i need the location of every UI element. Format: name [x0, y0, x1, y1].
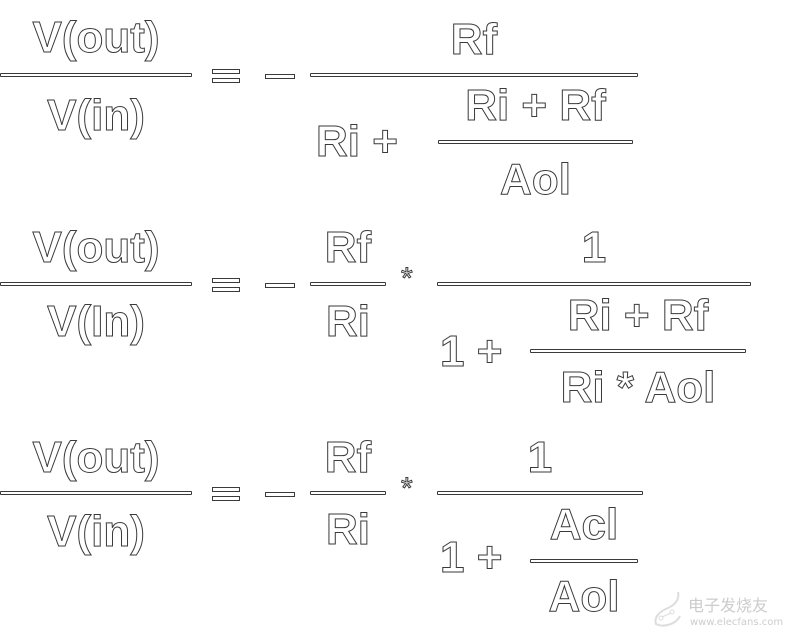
eq3-lhs-numerator: V(out)	[32, 433, 160, 482]
watermark-url: www.elecfans.com	[690, 617, 784, 628]
elecfans-logo-icon	[654, 591, 681, 627]
eq2-minus-sign	[265, 283, 295, 288]
eq2-lhs-fraction-bar	[0, 282, 192, 286]
eq2-f1-fraction-bar	[310, 282, 386, 286]
eq2-f2-numerator: 1	[581, 223, 607, 272]
eq1-inner-fraction-bar	[438, 140, 633, 144]
eq3-equals-bottom	[212, 496, 240, 501]
eq2-times-sign: *	[401, 262, 414, 296]
eq2-lhs-denominator: V(In)	[47, 297, 146, 346]
eq3-f2-fraction-bar	[437, 491, 643, 495]
eq3-inner-denominator: Aol	[548, 572, 620, 621]
eq2-equals-top	[212, 278, 240, 283]
eq3-f1-denominator: Ri	[326, 505, 371, 554]
eq2-inner-numerator: Ri + Rf	[567, 291, 709, 340]
eq1-rhs-fraction-bar	[310, 73, 638, 77]
eq3-f1-numerator: Rf	[324, 433, 372, 482]
eq2-equals-bottom	[212, 287, 240, 292]
eq3-f2-numerator: 1	[527, 433, 553, 482]
eq3-times-sign: *	[401, 472, 414, 506]
eq3-minus-sign	[265, 492, 295, 497]
eq1-equals-bottom	[212, 78, 240, 83]
eq3-f1-fraction-bar	[310, 491, 386, 495]
eq1-inner-numerator: Ri + Rf	[465, 81, 607, 130]
eq2-f2-fraction-bar	[437, 282, 751, 286]
eq1-inner-denominator: Aol	[500, 155, 572, 204]
eq3-equals-top	[212, 487, 240, 492]
eq1-lhs-denominator: V(in)	[47, 91, 146, 140]
eq2-f1-denominator: Ri	[326, 297, 371, 346]
eq1-rhs-denominator-prefix: Ri +	[316, 117, 399, 166]
eq1-lhs-fraction-bar	[0, 73, 192, 77]
eq2-inner-denominator: Ri * Aol	[560, 363, 716, 412]
eq2-f1-numerator: Rf	[324, 223, 372, 272]
eq1-lhs-numerator: V(out)	[32, 13, 160, 62]
eq1-minus-sign	[265, 74, 295, 79]
eq1-rhs-numerator: Rf	[450, 15, 498, 64]
eq3-f2-denominator-prefix: 1 +	[440, 533, 503, 582]
eq2-inner-fraction-bar	[530, 349, 746, 353]
eq3-inner-fraction-bar	[530, 559, 638, 563]
eq2-lhs-numerator: V(out)	[32, 223, 160, 272]
eq1-equals-top	[212, 69, 240, 74]
eq3-inner-numerator: Acl	[549, 500, 619, 549]
eq3-lhs-denominator: V(in)	[47, 507, 146, 556]
eq2-f2-denominator-prefix: 1 +	[440, 327, 503, 376]
eq3-lhs-fraction-bar	[0, 491, 192, 495]
watermark-name: 电子发烧友	[688, 596, 769, 615]
